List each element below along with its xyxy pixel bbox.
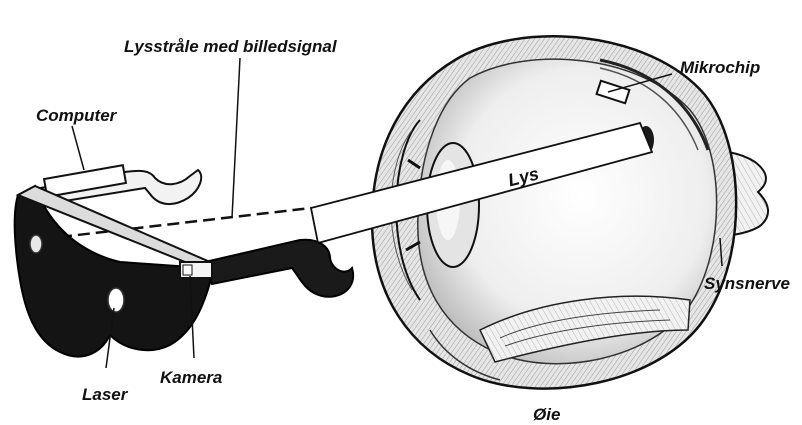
glasses-illustration <box>15 165 354 356</box>
laser-emitter <box>108 288 124 312</box>
label-mikrochip: Mikrochip <box>680 58 760 77</box>
label-kamera: Kamera <box>160 368 222 387</box>
label-lysstraale: Lysstråle med billedsignal <box>124 37 338 56</box>
laser-emitter-far <box>30 235 42 253</box>
leader-computer <box>72 126 84 170</box>
label-laser: Laser <box>82 385 129 404</box>
leader-lysstraale <box>232 58 240 218</box>
label-synsnerve: Synsnerve <box>704 274 790 293</box>
label-oeie: Øie <box>533 405 560 424</box>
label-computer: Computer <box>36 106 118 125</box>
glasses-near-arm <box>205 240 353 297</box>
